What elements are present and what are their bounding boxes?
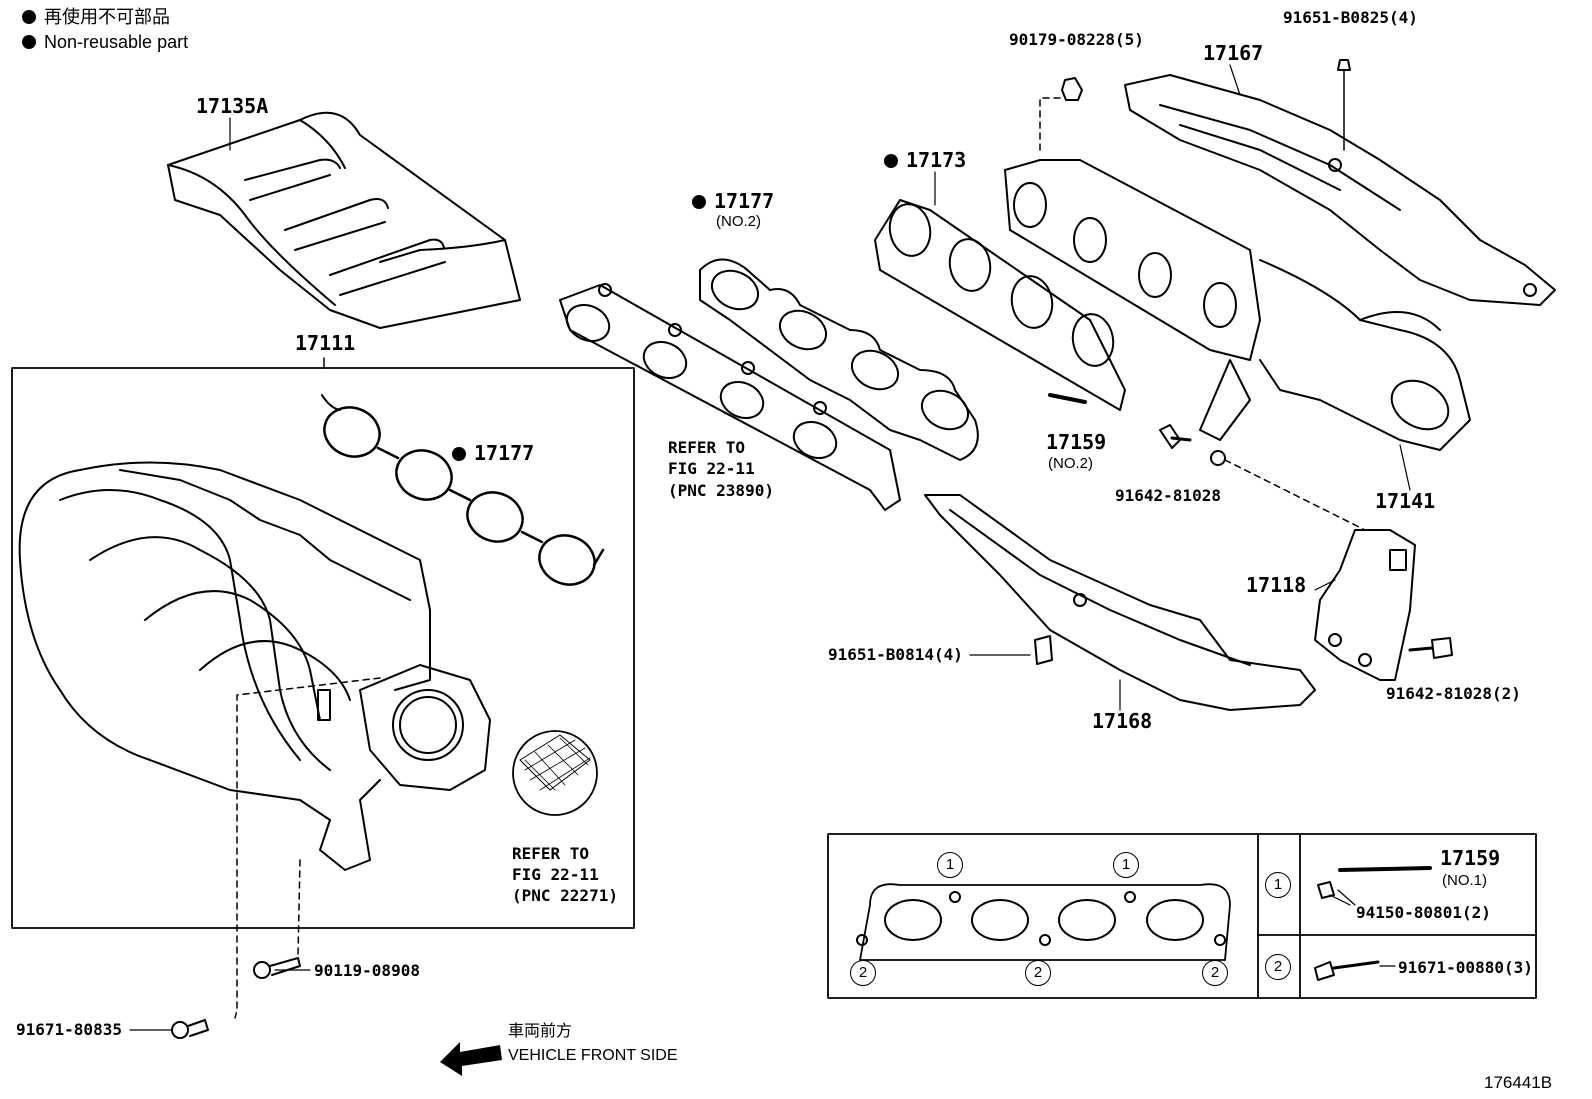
- circle-number-2: 2: [1265, 954, 1291, 980]
- refer1-line3: (PNC 23890): [668, 481, 774, 500]
- bolt-91671-80835: [129, 1019, 209, 1039]
- bracket-17118: [1314, 529, 1416, 681]
- label-17177-no2-sub: (NO.2): [716, 213, 761, 230]
- stud-table: [827, 833, 1537, 999]
- front-arrow: [440, 1042, 502, 1076]
- circle-number-1: 1: [937, 852, 963, 878]
- label-17159-no1: 17159: [1440, 846, 1501, 870]
- dashed-leaders-left: [234, 677, 381, 1019]
- label-91642-81028: 91642-81028: [1115, 486, 1221, 505]
- refer1-line1: REFER TO: [668, 438, 746, 457]
- bullet-icon: [452, 447, 466, 461]
- label-94150-80801: 94150-80801(2): [1356, 903, 1491, 922]
- label-17173-text: 17173: [906, 148, 967, 172]
- refer2-line1: REFER TO: [512, 844, 590, 863]
- legend-jp-text: 再使用不可部品: [44, 7, 170, 27]
- intake-manifold-17111: [18, 461, 491, 871]
- insulator-cover-17135a: [167, 111, 521, 329]
- label-90179: 90179-08228(5): [1009, 30, 1144, 49]
- label-17118: 17118: [1246, 573, 1307, 597]
- exhaust-gasket-17177-no2: [699, 258, 979, 461]
- refer2-line3: (PNC 22271): [512, 886, 618, 905]
- hatched-detail-circle: [512, 730, 598, 816]
- label-91671-00880: 91671-00880(3): [1398, 958, 1533, 977]
- label-17141: 17141: [1375, 489, 1436, 513]
- label-17177-no2: 17177: [692, 191, 774, 211]
- figure-id: 176441B: [1484, 1073, 1553, 1092]
- intake-manifold-box: [11, 367, 635, 929]
- circle-number-1: 1: [1265, 872, 1291, 898]
- label-91671-80835: 91671-80835: [16, 1020, 122, 1039]
- label-17159-no2-sub: (NO.2): [1048, 455, 1093, 472]
- circle-number-2: 2: [850, 960, 876, 986]
- label-91651-b0825: 91651-B0825(4): [1283, 8, 1418, 27]
- label-17177-text: 17177: [474, 441, 535, 465]
- exhaust-stud-plate: [559, 283, 901, 511]
- refer2-line2: FIG 22-11: [512, 865, 599, 884]
- label-17167: 17167: [1203, 41, 1264, 65]
- label-17159-no2: 17159: [1046, 430, 1107, 454]
- circle-number-1: 1: [1113, 852, 1139, 878]
- label-90119-08908: 90119-08908: [314, 961, 420, 980]
- circle-number-2: 2: [1202, 960, 1228, 986]
- label-91651-b0814: 91651-B0814(4): [828, 645, 963, 664]
- bullet-icon: [22, 10, 36, 24]
- leader-lines: [229, 64, 1432, 906]
- dashed-leaders-right: [1039, 97, 1366, 531]
- label-91642-81028-2: 91642-81028(2): [1386, 684, 1521, 703]
- label-17168: 17168: [1092, 709, 1153, 733]
- legend-en-text: Non-reusable part: [44, 32, 189, 52]
- label-17159-no1-sub: (NO.1): [1442, 872, 1487, 889]
- gasket-17177-intake: [321, 394, 605, 586]
- label-17173: 17173: [884, 150, 966, 170]
- direction-en: VEHICLE FRONT SIDE: [508, 1047, 678, 1064]
- legend-en: Non-reusable part: [22, 33, 188, 51]
- circle-number-2: 2: [1025, 960, 1051, 986]
- label-17111: 17111: [295, 331, 356, 355]
- legend-jp: 再使用不可部品: [22, 8, 170, 26]
- gasket-17173: [874, 199, 1126, 411]
- label-17177-no2-text: 17177: [714, 189, 775, 213]
- refer1-line2: FIG 22-11: [668, 459, 755, 478]
- label-17177-intake: 17177: [452, 443, 534, 463]
- bullet-icon: [692, 195, 706, 209]
- bolt-90119: [253, 957, 311, 979]
- small-bolts: [969, 59, 1453, 665]
- insulator-17167: [1124, 74, 1556, 306]
- direction-jp: 車両前方: [508, 1023, 573, 1040]
- exhaust-manifold-17141: [1004, 159, 1471, 466]
- bullet-icon: [22, 35, 36, 49]
- label-17135a: 17135A: [196, 94, 269, 118]
- bullet-icon: [884, 154, 898, 168]
- insulator-17168: [924, 494, 1316, 711]
